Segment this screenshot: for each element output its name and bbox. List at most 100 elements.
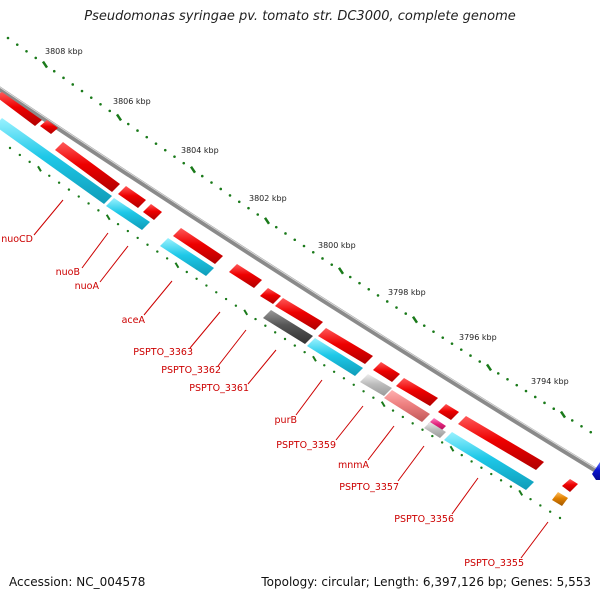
scale-dot [543, 401, 546, 405]
inner-ring-dot [185, 270, 188, 274]
gene-arrow[interactable] [438, 404, 459, 420]
inner-ring-dots [8, 146, 562, 520]
scale-dot [358, 281, 361, 285]
gene-arrow[interactable] [40, 120, 58, 134]
scale-ring-ticks [41, 60, 567, 419]
gene-arrow[interactable] [275, 298, 323, 330]
gene-arrow[interactable] [55, 142, 120, 192]
scale-dot [506, 377, 509, 381]
inner-ring-dot [273, 331, 277, 334]
gene-label-PSPTO_3356[interactable]: PSPTO_3356 [394, 514, 454, 525]
inner-ring-dot [401, 415, 405, 419]
scale-dot [108, 109, 112, 113]
scale-dot [237, 200, 241, 204]
inner-ring-dot [480, 466, 483, 469]
inner-ring-dot [28, 160, 31, 164]
inner-ring-dot [362, 390, 365, 393]
inner-ring-dot [470, 460, 473, 463]
scale-dot [432, 330, 435, 333]
gene-arrow[interactable] [173, 228, 223, 264]
scale-dot [52, 69, 56, 73]
inner-ring-dot [421, 428, 424, 431]
forward-genes[interactable] [0, 92, 578, 492]
inner-ring-dot [431, 434, 434, 438]
scale-dot [302, 244, 306, 248]
gene-label-mnmA[interactable]: mnmA [338, 460, 370, 471]
scale-tick [41, 60, 49, 69]
inner-ring-dot [411, 422, 414, 425]
gene-arrow[interactable] [318, 328, 373, 364]
gene-label-purB[interactable]: purB [275, 415, 297, 426]
gene-label-PSPTO_3359[interactable]: PSPTO_3359 [276, 440, 336, 451]
gene-label-PSPTO_3363[interactable]: PSPTO_3363 [133, 347, 193, 358]
topology-text: Topology: circular; Length: 6,397,126 bp… [261, 575, 591, 589]
scale-tick [411, 315, 419, 324]
scale-dot [321, 257, 324, 260]
inner-ring-dot [243, 309, 249, 316]
inner-ring-dot [8, 146, 12, 150]
gene-label-PSPTO_3362[interactable]: PSPTO_3362 [161, 365, 221, 376]
gene-arrow[interactable] [373, 362, 400, 382]
gene-block[interactable] [360, 374, 392, 396]
scale-dot [284, 232, 287, 235]
gene-label-nuoB[interactable]: nuoB [56, 267, 80, 278]
scale-tick [559, 410, 567, 419]
scale-dot [126, 122, 130, 126]
inner-ring-dot [352, 383, 355, 386]
gene-arrow[interactable] [562, 479, 578, 492]
inner-ring-dot [548, 510, 552, 513]
scale-dot [62, 76, 65, 80]
gene-block[interactable] [0, 118, 112, 204]
gene-arrow[interactable] [143, 204, 162, 220]
gene-block[interactable] [424, 422, 446, 438]
inner-ring-dot [57, 181, 61, 184]
gene-label-PSPTO_3361[interactable]: PSPTO_3361 [189, 383, 249, 394]
gene-label-nuoCD[interactable]: nuoCD [1, 234, 33, 245]
scale-label: 3802 kbp [249, 194, 287, 203]
inner-ring-dot [18, 153, 22, 157]
scale-dot [80, 89, 84, 93]
inner-ring-dot [323, 364, 326, 367]
inner-ring-dot [174, 262, 180, 269]
scale-dot [256, 213, 260, 216]
gene-arrow[interactable] [458, 416, 544, 470]
inner-ring-dot [449, 445, 455, 452]
gene-label-nuoA[interactable]: nuoA [75, 281, 100, 292]
scale-tick [485, 363, 493, 372]
gene-block[interactable] [106, 198, 150, 230]
inner-ring-dot [490, 472, 493, 476]
inner-ring-dot [87, 202, 90, 205]
inner-ring-dot [440, 441, 444, 444]
scale-dot [478, 360, 482, 363]
scale-dot [274, 225, 278, 229]
gene-arrow[interactable] [229, 264, 262, 288]
scale-dot [293, 238, 297, 242]
gene-label-PSPTO_3357[interactable]: PSPTO_3357 [339, 482, 399, 493]
inner-ring-dot [303, 350, 306, 354]
gene-block[interactable] [552, 492, 568, 506]
scale-tick [115, 113, 123, 122]
gene-label-PSPTO_3355[interactable]: PSPTO_3355 [464, 558, 524, 569]
scale-label: 3804 kbp [181, 146, 219, 155]
gene-arrow[interactable] [0, 92, 42, 126]
gene-block[interactable] [263, 310, 313, 344]
gene-block[interactable] [592, 462, 600, 480]
inner-ring-dot [372, 396, 375, 399]
inner-ring-dot [283, 337, 287, 341]
gene-block[interactable] [307, 338, 363, 376]
scale-dot [34, 56, 38, 60]
inner-ring-dot [312, 355, 317, 362]
reverse-genes[interactable] [0, 118, 600, 506]
accession-text: Accession: NC_004578 [9, 575, 146, 589]
gene-block[interactable] [428, 418, 446, 432]
gene-block[interactable] [384, 390, 430, 422]
gene-arrow[interactable] [396, 378, 438, 406]
gene-arrow[interactable] [260, 288, 281, 304]
inner-ring-dot [77, 195, 80, 198]
inner-ring-dot [332, 370, 336, 374]
gene-arrow[interactable] [118, 186, 146, 208]
gene-label-aceA[interactable]: aceA [122, 315, 146, 326]
gene-block[interactable] [444, 432, 534, 490]
gene-block[interactable] [160, 238, 214, 276]
